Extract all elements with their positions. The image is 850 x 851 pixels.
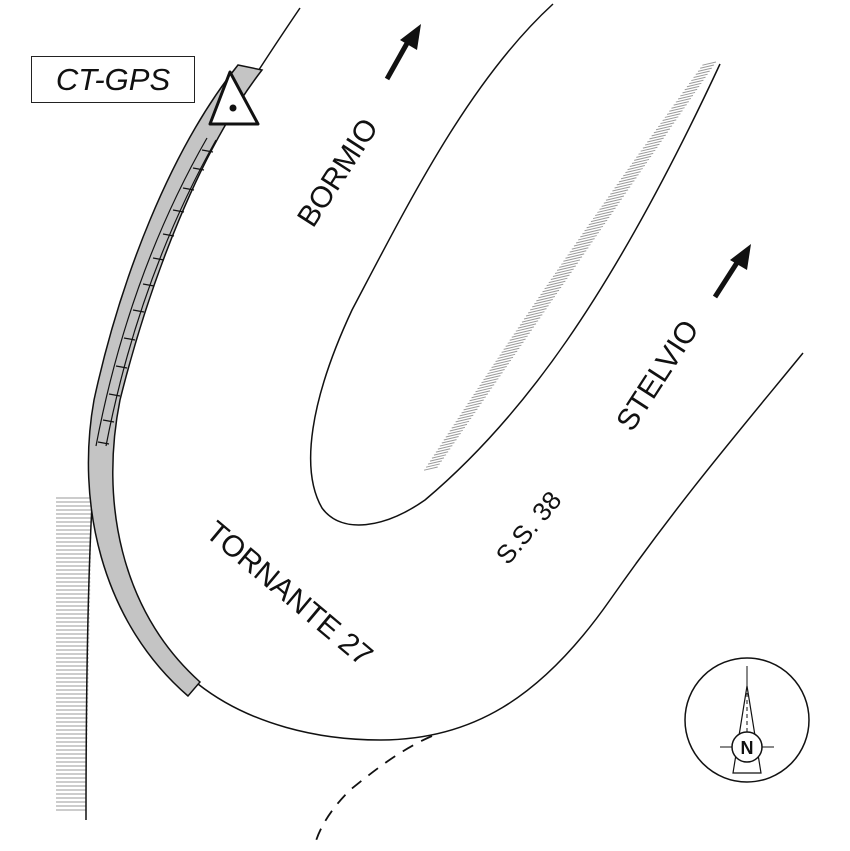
north-east-arrow-icon bbox=[384, 24, 421, 81]
road-inner-edge bbox=[309, 3, 721, 526]
label-hairpin: TORNANTE 27 bbox=[200, 515, 379, 673]
wall-rail-posts bbox=[97, 149, 214, 445]
north-east-arrow-icon bbox=[712, 244, 751, 299]
station-code-label: CT-GPS bbox=[31, 56, 195, 103]
label-stelvio: STELVIO bbox=[610, 314, 705, 436]
label-bormio: BORMIO bbox=[291, 113, 385, 233]
wall-rail-outer bbox=[95, 137, 208, 447]
wall-rail-inner bbox=[105, 139, 217, 447]
north-arrow-compass-icon: N bbox=[684, 657, 810, 783]
dashed-track bbox=[313, 735, 433, 849]
embankment-hatching-left bbox=[56, 497, 92, 811]
retaining-wall bbox=[87, 64, 264, 698]
triangle-with-dot-icon bbox=[208, 70, 260, 126]
compass-north-letter: N bbox=[741, 738, 754, 758]
label-road-number: S.S. 38 bbox=[490, 485, 568, 570]
embankment-hatching-inner bbox=[423, 61, 717, 471]
